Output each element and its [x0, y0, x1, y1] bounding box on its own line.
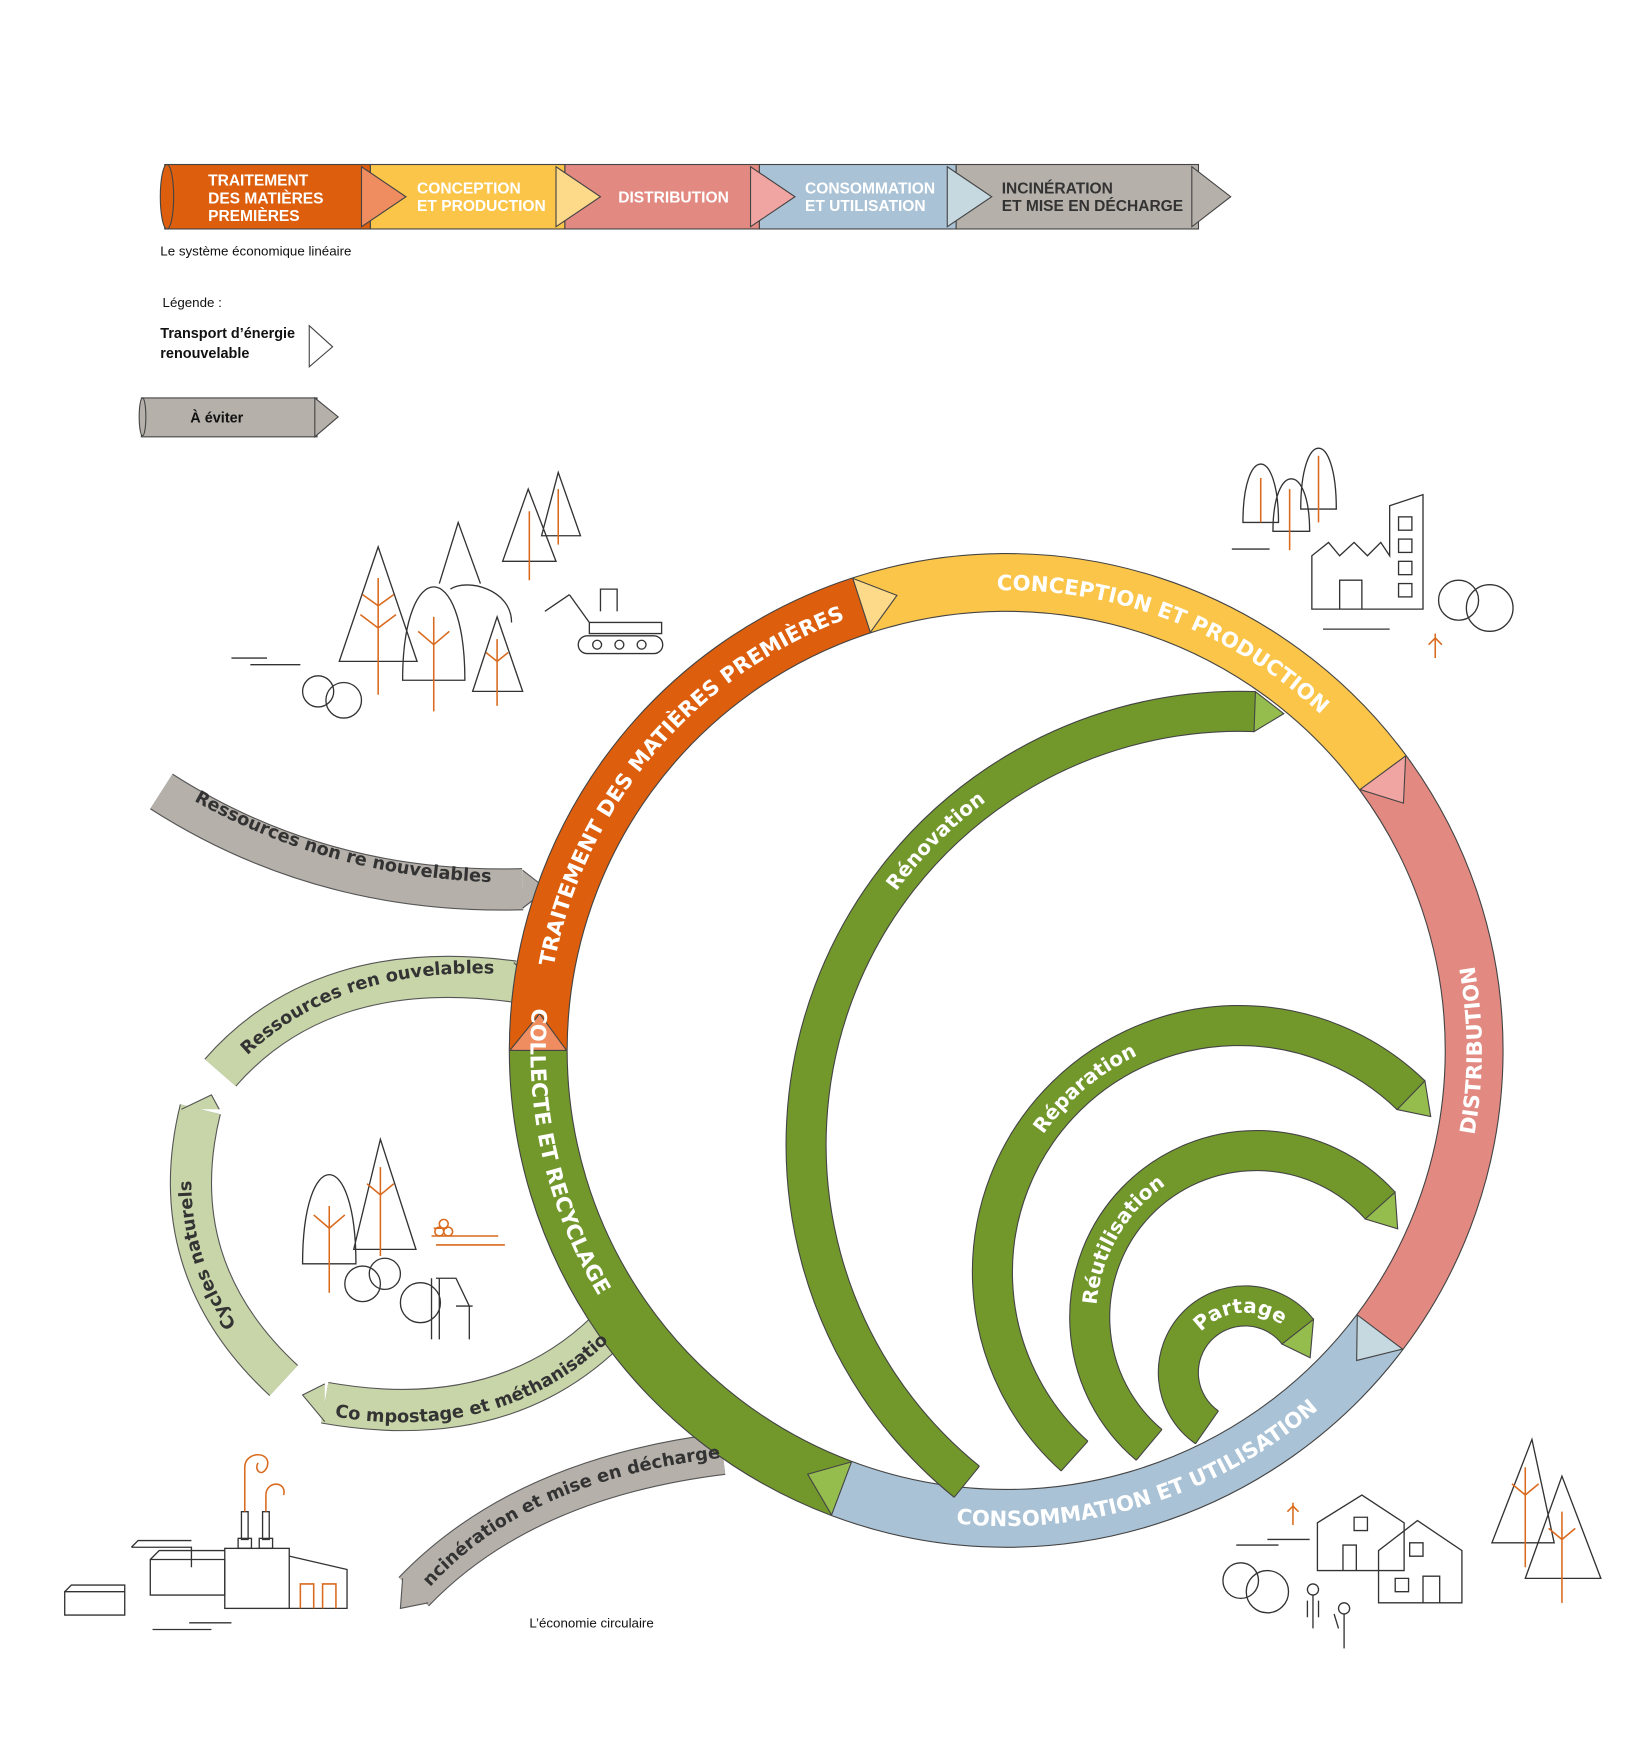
svg-text:Réparation: Réparation [1028, 1038, 1140, 1137]
arrow-cone-icon [1364, 1191, 1399, 1230]
bar-label: TRAITEMENT [208, 173, 309, 190]
arrow-cone-icon [1191, 165, 1232, 228]
legend-avoid-label: À éviter [190, 409, 243, 426]
loop-renovation [786, 691, 1256, 1497]
arrow-cone-icon [946, 165, 993, 228]
legend: Légende : Transport d’énergie renouvelabl… [138, 295, 340, 439]
arrow-cone-icon [851, 577, 898, 634]
bar-incineration [955, 163, 1200, 230]
loop-reutilisation [1070, 1131, 1395, 1460]
legend-avoid-cap [138, 397, 147, 437]
bar-label: DES MATIÈRES [208, 190, 323, 207]
arrow-cone-icon [314, 396, 340, 439]
svg-text:Rénovation: Rénovation [881, 786, 989, 894]
ring-segment-collecte [509, 1050, 852, 1515]
incinerator-plant-illustration [64, 1453, 348, 1631]
flow-non-renouvelables [150, 774, 524, 910]
bar-traitement [164, 163, 371, 230]
forest-excavator-illustration [231, 470, 664, 719]
linear-caption: Le système économique linéaire [160, 244, 351, 259]
loop-end [1060, 1440, 1089, 1472]
ring-segment-traitement [509, 578, 871, 1051]
bar-label: ET MISE EN DÉCHARGE [1002, 198, 1183, 215]
factory-illustration [1231, 447, 1514, 659]
arrow-cone-icon [1280, 1318, 1315, 1359]
loop-end [1135, 1429, 1163, 1461]
arrow-cone-icon [508, 1012, 568, 1051]
houses-people-illustration [1222, 1437, 1602, 1649]
bar-label: PREMIÈRES [208, 208, 300, 225]
flow-compostage [321, 1317, 620, 1431]
bar-label: ET UTILISATION [805, 198, 926, 215]
legend-transport-label: Transport d’énergie [160, 326, 295, 342]
bar-label: CONCEPTION [417, 180, 521, 197]
loop-partage [1158, 1286, 1314, 1444]
loop-end [1194, 1410, 1219, 1445]
bar-label: INCINÉRATION [1002, 180, 1113, 197]
loop-end [953, 1465, 980, 1498]
bar-start-cap [159, 163, 175, 230]
bar-label: DISTRIBUTION [618, 189, 729, 206]
inner-loops [785, 690, 1432, 1498]
arrow-cone-icon [181, 1094, 220, 1110]
circular-caption: L’économie circulaire [529, 1615, 653, 1630]
arrow-cone-icon [399, 1578, 429, 1610]
side-flows [150, 773, 726, 1610]
ring-segment-consommation [831, 1314, 1403, 1547]
arrow-cone-icon [555, 165, 602, 228]
legend-title: Légende : [163, 295, 222, 310]
arrow-cone-icon [806, 1461, 853, 1517]
arrow-cone-icon [1396, 1079, 1432, 1118]
loop-label-renovation: Rénovation [881, 786, 989, 894]
bar-label: CONSOMMATION [805, 180, 935, 197]
nature-deer-illustration [301, 1136, 505, 1340]
circular-ring [508, 553, 1504, 1548]
arrow-cone-icon [301, 1383, 326, 1423]
arrow-cone-icon [1253, 690, 1285, 733]
flow-renouvelables [205, 956, 517, 1086]
loop-reparation [972, 1006, 1425, 1471]
arrow-cone-icon [308, 324, 334, 369]
loop-label-reparation: Réparation [1028, 1038, 1140, 1137]
arrow-cone-icon [749, 165, 796, 228]
flow-incineration [399, 1434, 726, 1606]
bar-label: ET PRODUCTION [417, 198, 546, 215]
legend-transport-label: renouvelable [160, 346, 249, 362]
arrow-cone-icon [1356, 1313, 1404, 1362]
ring-segment-distribution [1357, 755, 1503, 1350]
flow-cycles [170, 1104, 298, 1396]
ring-segment-conception [852, 554, 1406, 790]
arrow-cone-icon [360, 165, 407, 228]
arrow-cone-icon [1358, 754, 1407, 804]
